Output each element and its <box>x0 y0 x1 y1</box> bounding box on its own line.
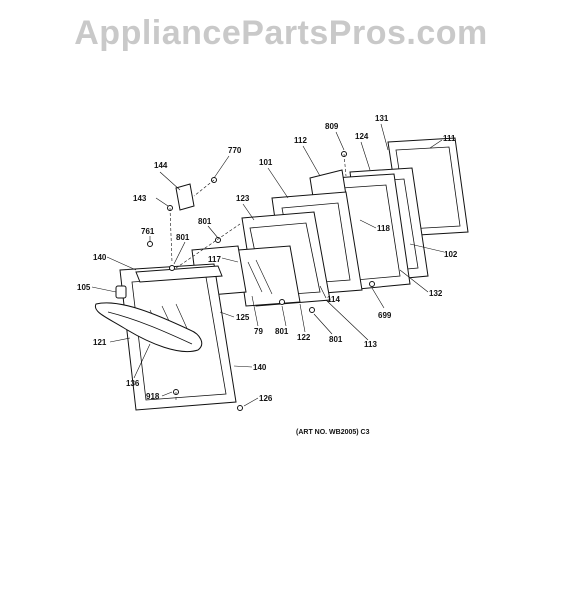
part-screw <box>309 307 315 313</box>
label-699: 699 <box>378 311 392 320</box>
label-105: 105 <box>77 283 91 292</box>
label-140b: 140 <box>253 363 267 372</box>
part-screw <box>369 281 375 287</box>
part-hinge-bracket <box>175 183 195 211</box>
part-screw <box>279 299 285 305</box>
part-screw <box>237 405 243 411</box>
label-144: 144 <box>154 161 168 170</box>
label-117: 117 <box>208 255 221 264</box>
assembly-lines <box>169 153 347 402</box>
label-123: 123 <box>236 194 250 203</box>
label-143: 143 <box>133 194 147 203</box>
label-111: 111 <box>443 134 456 143</box>
label-761: 761 <box>141 227 155 236</box>
part-handle <box>94 302 203 353</box>
label-801a: 801 <box>198 217 212 226</box>
label-801b: 801 <box>176 233 190 242</box>
part-gasket-strip <box>135 265 223 283</box>
label-118: 118 <box>377 224 390 233</box>
label-918: 918 <box>146 392 160 401</box>
leader-lines <box>91 123 445 407</box>
label-124: 124 <box>355 132 369 141</box>
label-140a: 140 <box>93 253 107 262</box>
label-136: 136 <box>126 379 140 388</box>
part-screw <box>169 265 175 271</box>
watermark: AppliancePartsPros.com <box>74 14 488 52</box>
label-770: 770 <box>228 146 242 155</box>
label-801d: 801 <box>329 335 343 344</box>
label-101: 101 <box>259 158 273 167</box>
part-glass-pane <box>237 245 301 307</box>
label-122: 122 <box>297 333 311 342</box>
label-126: 126 <box>259 394 273 403</box>
label-132: 132 <box>429 289 443 298</box>
part-handle-bracket <box>115 285 127 299</box>
label-114: 114 <box>327 295 340 304</box>
label-112: 112 <box>294 136 307 145</box>
label-121: 121 <box>93 338 107 347</box>
label-102: 102 <box>444 250 458 259</box>
art-number: (ART NO. WB2005) C3 <box>296 429 370 436</box>
part-screw <box>215 237 221 243</box>
label-113: 113 <box>364 340 377 349</box>
label-809: 809 <box>325 122 339 131</box>
part-screw <box>147 241 153 247</box>
label-801c: 801 <box>275 327 289 336</box>
label-125: 125 <box>236 313 250 322</box>
label-131: 131 <box>375 114 389 123</box>
label-79: 79 <box>254 327 263 336</box>
